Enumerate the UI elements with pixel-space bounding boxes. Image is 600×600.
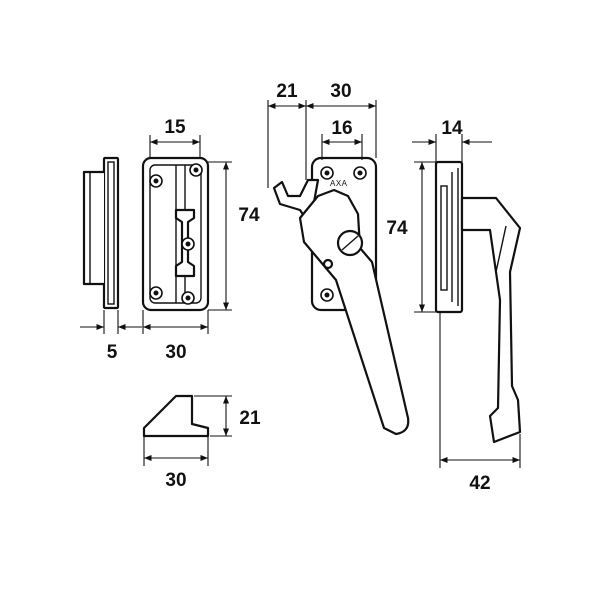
handle-front-view: AXA [272,156,410,436]
dim-label-16: 16 [331,118,352,139]
dimension-strike-depth: 5 [80,310,142,363]
dimension-wedge-width: 30 [143,436,209,491]
dim-label-74-left: 74 [238,205,260,226]
keep-screw-icon [149,174,163,188]
handle-side-view [434,160,522,444]
dimension-keep-width: 15 [149,117,201,158]
dim-label-42: 42 [469,473,490,494]
brand-mark: AXA [330,179,348,188]
wedge-piece [142,394,210,438]
dim-label-21-wedge: 21 [239,408,261,429]
keep-front-view [141,156,210,312]
dimension-strike-width: 30 [142,310,209,363]
keep-center-screw-icon [181,237,195,251]
handle-screw-icon [320,166,334,180]
dim-label-21-handle: 21 [276,81,298,102]
dim-label-30-handle: 30 [330,81,351,102]
strike-plate-side-view [82,156,120,310]
dim-label-30-keep: 30 [165,342,186,363]
dimension-side-height [414,161,436,313]
dimension-side-width: 14 [412,118,492,162]
dim-label-14: 14 [441,118,463,139]
dimension-handle-plate-width: 30 [306,81,377,158]
handle-screw-icon [353,166,367,180]
dimension-wedge-height: 21 [194,395,261,437]
dimension-handle-offset: 21 [267,81,307,188]
dimension-keep-height [208,161,232,311]
dimension-screw-spacing: 16 [321,118,363,160]
keep-screw-icon [149,286,163,300]
handle-screw-icon [320,288,334,302]
dim-label-15: 15 [164,117,186,138]
keep-screw-icon [181,291,195,305]
dim-label-74-right: 74 [386,218,408,239]
dimension-side-depth: 42 [439,312,521,494]
dim-label-30-wedge: 30 [165,470,186,491]
dim-label-5: 5 [107,342,118,363]
keep-screw-icon [189,163,203,177]
